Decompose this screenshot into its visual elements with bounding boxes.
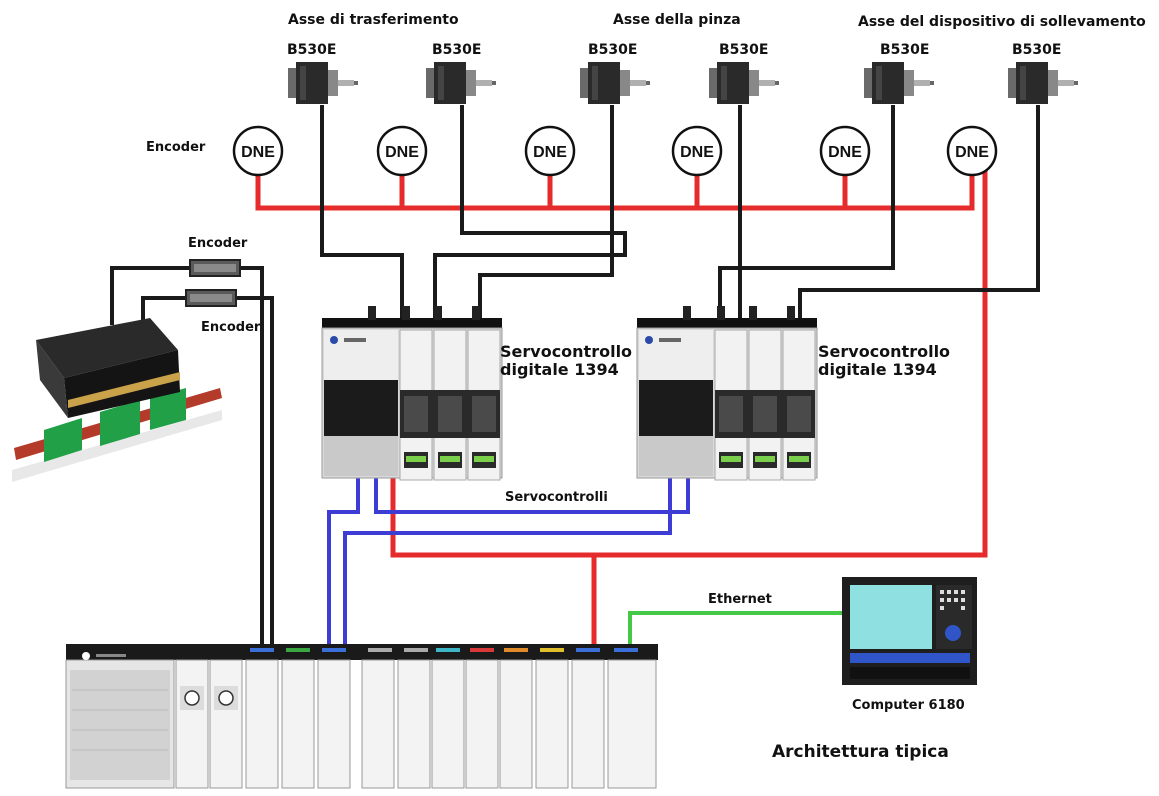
encoder-cable xyxy=(255,170,988,648)
motor xyxy=(864,62,934,104)
dne-node xyxy=(232,125,284,177)
dne-label: DNE xyxy=(533,144,567,161)
servo-label-left-line1: Servocontrollo xyxy=(500,342,633,361)
axis-label-gripper: Asse della pinza xyxy=(613,12,741,28)
dne-node xyxy=(819,125,871,177)
motor xyxy=(1008,62,1078,104)
dne-node xyxy=(376,125,428,177)
encoder-label-top: Encoder xyxy=(188,236,248,251)
controllogix-rack xyxy=(65,644,658,789)
encoder-row-label: Encoder xyxy=(146,140,206,155)
architecture-title: Architettura tipica xyxy=(772,742,949,762)
dne-label: DNE xyxy=(680,144,714,161)
motor-label: B530E xyxy=(588,42,638,58)
motor-label: B530E xyxy=(880,42,930,58)
servo-label-right: Servocontrollo digitale 1394 xyxy=(818,343,950,379)
ethernet-cable xyxy=(628,611,843,648)
computer-6180 xyxy=(842,577,977,685)
servo-label-left-line2: digitale 1394 xyxy=(500,360,619,379)
servo-drive xyxy=(321,305,503,481)
motor-label: B530E xyxy=(1012,42,1062,58)
servo-label-left: Servocontrollo digitale 1394 xyxy=(500,343,632,379)
motor xyxy=(288,62,358,104)
axis-label-transfer: Asse di trasferimento xyxy=(288,12,459,28)
servo-label-right-line1: Servocontrollo xyxy=(818,342,951,361)
dne-label: DNE xyxy=(241,144,275,161)
servo-link xyxy=(327,478,690,648)
dne-node xyxy=(671,125,723,177)
computer-label: Computer 6180 xyxy=(852,698,965,713)
dne-label: DNE xyxy=(385,144,419,161)
inline-encoder xyxy=(185,289,237,307)
motor xyxy=(709,62,779,104)
motor-label: B530E xyxy=(719,42,769,58)
motor xyxy=(426,62,496,104)
inline-encoder xyxy=(189,259,241,277)
dne-label: DNE xyxy=(955,144,989,161)
servocontrolli-label: Servocontrolli xyxy=(505,490,608,505)
dne-label: DNE xyxy=(828,144,862,161)
encoder-label-bottom: Encoder xyxy=(201,320,261,335)
transfer-machine xyxy=(12,318,222,482)
dne-node xyxy=(946,125,998,177)
dne-node xyxy=(524,125,576,177)
motor-label: B530E xyxy=(432,42,482,58)
ethernet-label: Ethernet xyxy=(708,592,772,607)
motor-cable xyxy=(320,105,1040,318)
axis-label-lift: Asse del dispositivo di sollevamento xyxy=(858,14,1146,30)
servo-label-right-line2: digitale 1394 xyxy=(818,360,937,379)
servo-drive xyxy=(636,305,818,481)
motor-label: B530E xyxy=(287,42,337,58)
motor xyxy=(580,62,650,104)
